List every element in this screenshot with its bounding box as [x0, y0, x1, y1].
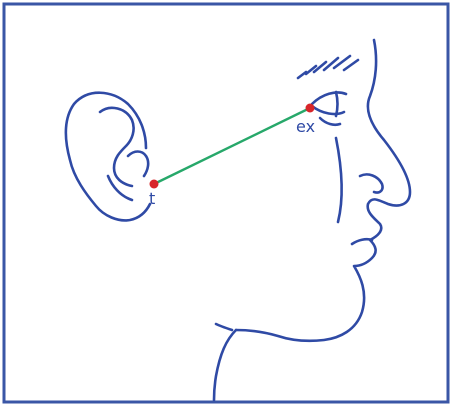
exocanthion-label: ex	[296, 117, 315, 136]
exocanthion-point	[306, 104, 315, 113]
tragion-point	[150, 180, 159, 189]
eye-lash	[336, 92, 338, 116]
tragion-label: t	[149, 189, 155, 208]
